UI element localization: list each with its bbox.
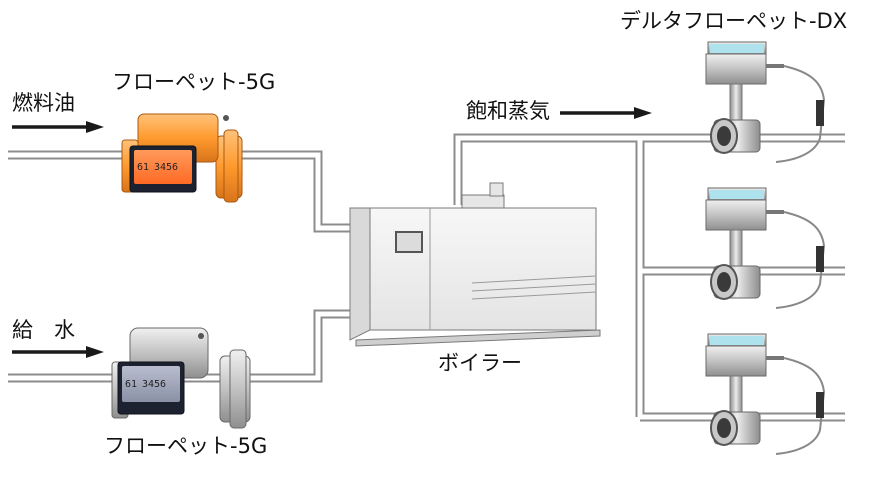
water-arrow bbox=[12, 346, 104, 358]
lcd-bottom-right: 3456 bbox=[142, 379, 166, 390]
label-fuel-oil: 燃料油 bbox=[12, 91, 75, 115]
steam-arrow bbox=[560, 107, 652, 119]
lcd-top-left: 61 bbox=[137, 162, 149, 173]
dx-head-top bbox=[710, 44, 764, 53]
steam-pipe bbox=[453, 133, 845, 205]
flowmeter-5g-silver: 61 3456 bbox=[111, 327, 251, 429]
flow-arrows bbox=[12, 107, 652, 358]
lcd-top-right: 3456 bbox=[154, 162, 178, 173]
boiler bbox=[349, 182, 601, 347]
label-flopet-5g-top: フローペット-5G bbox=[112, 70, 276, 94]
label-saturated-steam: 飽和蒸気 bbox=[466, 99, 550, 123]
label-flopet-5g-bottom: フローペット-5G bbox=[104, 434, 268, 458]
delta-flowmeter-dx-3 bbox=[704, 332, 826, 456]
label-delta-flopet-dx: デルタフローペット-DX bbox=[620, 9, 848, 33]
delta-flowmeter-dx-1 bbox=[705, 41, 826, 163]
delta-flowmeter-dx-2 bbox=[704, 186, 826, 310]
lcd-bottom-left: 61 bbox=[125, 379, 137, 390]
boiler-body bbox=[369, 207, 597, 331]
flowmeter-5g-orange: 61 3456 bbox=[121, 113, 243, 203]
boiler-window bbox=[395, 231, 423, 253]
label-feed-water: 給 水 bbox=[12, 318, 75, 342]
label-boiler: ボイラー bbox=[438, 351, 522, 375]
fuel-arrow bbox=[12, 121, 104, 133]
